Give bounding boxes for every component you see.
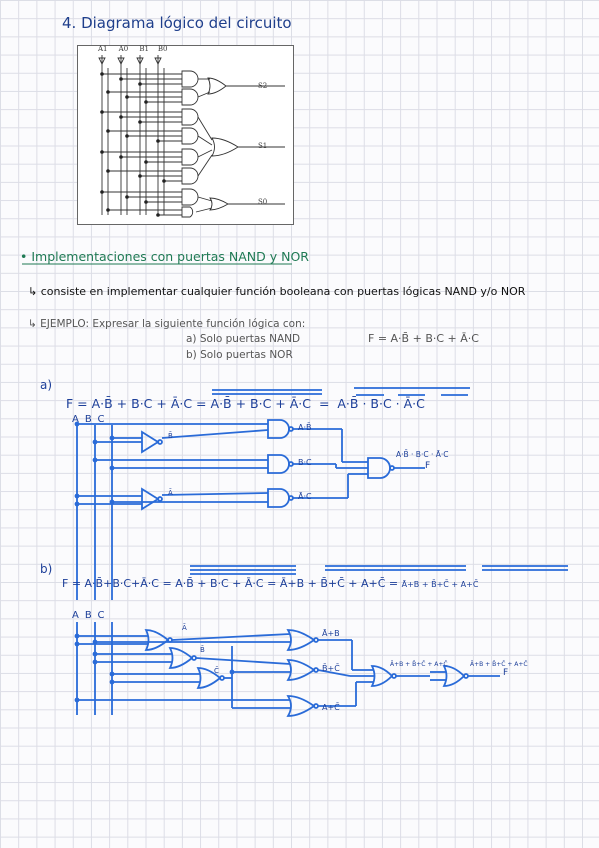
part-a-eq-mid: A·B̄ + B·C + Ā·C <box>210 396 311 411</box>
part-b-eq-mid: A·B̄ + B·C + Ā·C <box>175 577 264 590</box>
part-b-in-c: C <box>97 610 111 621</box>
circuit-diagram-box <box>77 45 294 225</box>
example-function: F = A·B̄ + B·C + Ā·C <box>368 332 479 345</box>
c1-in-a1: A1 <box>98 45 108 53</box>
impl-description: ↳ consiste en implementar cualquier func… <box>28 285 526 298</box>
part-b-output: F <box>503 668 509 678</box>
part-a-label: a) <box>40 378 53 392</box>
part-a-inv-a: Ā <box>168 489 173 497</box>
part-a-in-b: B <box>84 414 98 425</box>
circuit-a <box>76 387 470 600</box>
c1-input-labels: A1 A0 B1 B0 <box>98 45 167 53</box>
part-b-gate3: A+C̄ <box>322 703 340 712</box>
part-b-eq-mid2: Ā+B + B̄+C̄ + A+C̄ <box>279 577 386 590</box>
part-b-gate2: B̄+C̄ <box>322 664 340 673</box>
part-a-equation: F = A·B̄ + B·C + Ā·C = A·B̄ + B·C + Ā·C … <box>66 396 425 411</box>
example-label: ↳ EJEMPLO: Expresar la siguiente función… <box>28 318 306 330</box>
part-b-eq-lhs: F = A·B̄+B·C+Ā·C = <box>62 577 172 590</box>
part-a-inv-b: B̄ <box>168 432 173 440</box>
circuit-b <box>76 565 568 717</box>
part-b-inv-b: B̄ <box>200 646 205 654</box>
part-b-in-b: B <box>84 610 98 621</box>
part-a-in-a: A <box>72 414 85 425</box>
impl-heading: • Implementaciones con puertas NAND y NO… <box>20 249 309 264</box>
part-a-output: F <box>425 461 431 471</box>
part-a-gate1: A·B̄ <box>298 423 312 432</box>
part-b-equation: F = A·B̄+B·C+Ā·C = A·B̄ + B·C + Ā·C = Ā+… <box>62 577 479 590</box>
part-b-inv-a: Ā <box>182 624 187 632</box>
part-b-label: b) <box>40 562 53 576</box>
part-b-gate1: Ā+B <box>322 629 340 638</box>
part-a-final-label: A·B̄ · B·C · Ā·C <box>396 450 449 459</box>
part-b-final-label1: Ā+B + B̄+C̄ + A+C̄ <box>390 661 448 668</box>
part-b-inputs: ABC <box>72 610 111 621</box>
c1-in-b1: B1 <box>139 45 149 53</box>
section-title: 4. Diagrama lógico del circuito <box>62 14 292 32</box>
part-b-in-a: A <box>72 610 85 621</box>
part-b-inv-c: C̄ <box>214 667 219 675</box>
c1-in-b0: B0 <box>157 45 168 53</box>
part-a-gate2: B·C <box>298 458 312 467</box>
c1-out-s0: S0 <box>258 198 268 206</box>
part-a-gate3: Ā·C <box>298 492 312 501</box>
part-b-final-label2: Ā+B + B̄+C̄ + A+C̄ <box>470 661 528 668</box>
circuit1 <box>98 55 285 218</box>
part-a-in-c: C <box>97 414 111 425</box>
circuit-b-dots <box>74 633 235 703</box>
part-a-inputs: ABC <box>72 414 111 425</box>
c1-out-s1: S1 <box>258 142 268 150</box>
circuit-a-dots <box>74 421 115 507</box>
example-option-b: b) Solo puertas NOR <box>186 349 293 361</box>
part-a-eq-lhs: F = A·B̄ + B·C + Ā·C = <box>66 396 207 411</box>
circuit1-dots <box>100 72 166 217</box>
part-a-eq-rhs: A·B̄ · B·C · Ā·C <box>337 396 425 411</box>
c1-out-s2: S2 <box>258 82 268 90</box>
example-option-a: a) Solo puertas NAND <box>186 333 301 345</box>
part-b-eq-rhs: Ā+B + B̄+C̄ + A+C̄ <box>401 580 479 589</box>
c1-in-a0: A0 <box>118 45 129 53</box>
